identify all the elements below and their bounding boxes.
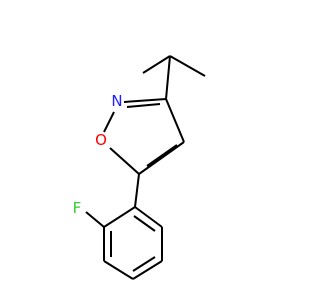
bond-c5-to-phenyl [134, 173, 140, 208]
fluorine-atom-label: F [73, 199, 82, 217]
bond-c3-n-double [123, 98, 167, 103]
bond-o-c5 [109, 147, 140, 175]
bond-phenyl-1-2 [103, 206, 136, 228]
bond-phenyl-4-5 [132, 260, 163, 280]
bond-phenyl-inner-c [133, 215, 156, 232]
bond-c5-c4-double-inner [146, 144, 178, 167]
bond-phenyl-inner-b [132, 256, 156, 272]
bond-methyl-left [142, 55, 171, 74]
oxygen-atom-label: O [95, 131, 107, 149]
bond-phenyl-3-4 [103, 260, 134, 280]
bond-isopropyl-to-ring [165, 55, 171, 100]
bond-n-o [103, 111, 115, 133]
bond-c5-c4-double [138, 141, 185, 175]
bond-c4-c3 [165, 98, 185, 143]
bond-phenyl-6-1 [134, 206, 163, 228]
structure-diagram: N O F [73, 55, 206, 280]
bond-methyl-right [169, 55, 206, 77]
nitrogen-atom-label: N [111, 92, 122, 110]
molecule-canvas: N O F [72, 55, 206, 280]
bond-c3-n-double-inner [126, 103, 161, 108]
bond-phenyl-to-fluorine [85, 211, 105, 228]
